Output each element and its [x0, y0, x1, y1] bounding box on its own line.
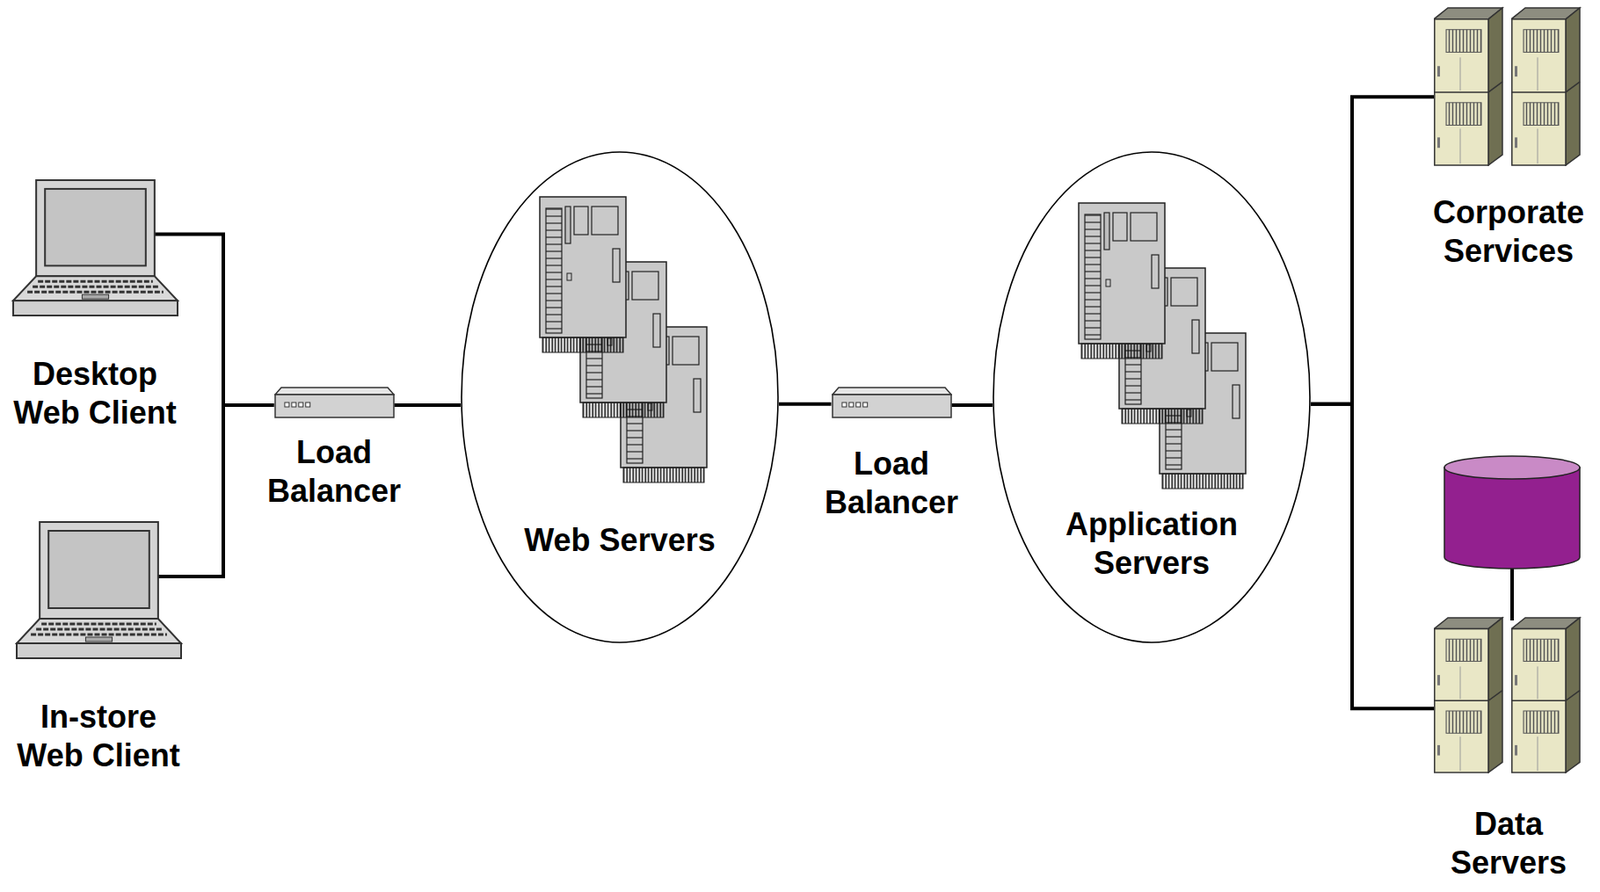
- towers-figure: [1433, 7, 1580, 166]
- label-holder: Load Balancer: [254, 433, 414, 511]
- boards-figure: [1078, 203, 1246, 489]
- boards-figure: [539, 196, 707, 483]
- connector-line: [1310, 96, 1434, 405]
- node-label: Application Servers: [1050, 505, 1253, 583]
- node-label: Load Balancer: [254, 433, 414, 511]
- node-label: Desktop Web Client: [7, 355, 183, 433]
- connector-line: [778, 402, 832, 407]
- laptop-figure: [13, 180, 178, 316]
- database-cylinder: [1444, 467, 1580, 569]
- towers-icon: [1433, 615, 1584, 774]
- laptop-icon: [11, 178, 180, 319]
- lb-icon: [274, 386, 395, 419]
- towers-icon: [1433, 5, 1584, 167]
- connector-line: [952, 403, 994, 408]
- label-holder: Load Balancer: [812, 444, 971, 523]
- laptop-client: In-store Web Client: [10, 520, 187, 776]
- connector-line: [394, 403, 462, 408]
- laptop-icon: [14, 520, 183, 662]
- label-holder: Corporate Services: [1425, 193, 1593, 271]
- label-holder: Data Servers: [1425, 805, 1593, 883]
- connector-line: [1310, 404, 1434, 709]
- lb-figure: [274, 387, 393, 418]
- database-link: [1510, 567, 1514, 621]
- lb-figure: [831, 387, 951, 418]
- label-holder: In-store Web Client: [10, 698, 187, 776]
- boards-icon: [538, 196, 709, 485]
- server-stack: Corporate Services: [1425, 5, 1593, 271]
- node-label: Corporate Services: [1425, 193, 1593, 271]
- laptop-figure: [16, 522, 182, 659]
- node-label: Load Balancer: [812, 444, 971, 523]
- towers-figure: [1433, 618, 1580, 773]
- node-label: Data Servers: [1425, 805, 1593, 883]
- database-top: [1444, 456, 1580, 480]
- group-outline: [461, 152, 779, 643]
- node-label: In-store Web Client: [10, 698, 187, 776]
- connector-line: [157, 405, 275, 577]
- label-holder: Application Servers: [1050, 505, 1253, 583]
- lb-icon: [831, 386, 953, 419]
- connector-line: [153, 234, 275, 406]
- group-outline: [993, 152, 1310, 643]
- server-cluster: Application Servers: [992, 151, 1311, 644]
- label-holder: Web Servers: [474, 521, 765, 560]
- node-label: Web Servers: [474, 521, 765, 560]
- boards-icon: [1077, 202, 1248, 491]
- laptop-client: Desktop Web Client: [7, 178, 183, 433]
- load-balancer: Load Balancer: [254, 386, 414, 511]
- server-cluster: Web Servers: [460, 151, 779, 644]
- server-stack: Data Servers: [1425, 615, 1593, 883]
- load-balancer: Load Balancer: [812, 386, 971, 523]
- label-holder: Desktop Web Client: [7, 355, 183, 433]
